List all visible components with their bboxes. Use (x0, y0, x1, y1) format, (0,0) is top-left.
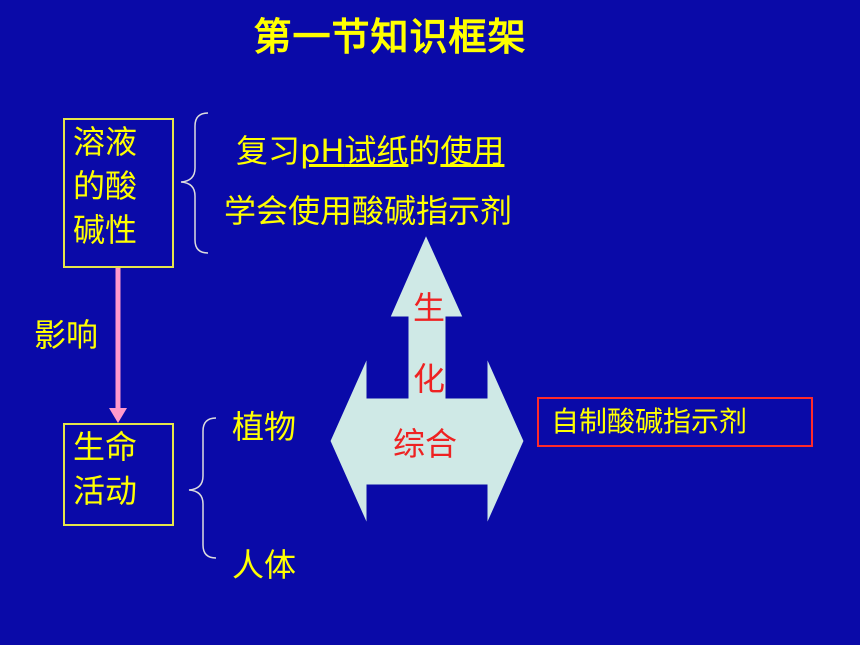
three-way-arrow (329, 233, 525, 525)
influence-arrow-head (109, 408, 127, 423)
plant-item: 植物 (232, 408, 297, 446)
life-activity-box: 生命 活动 (63, 423, 174, 526)
upper-brace (180, 112, 209, 254)
learn-indicator-item: 学会使用酸碱指示剂 (224, 192, 513, 230)
ph-text: pH (300, 132, 345, 170)
arrow-char-integrated: 综合 (393, 425, 458, 463)
acid-box-line: 溶液 (73, 123, 138, 161)
test-paper-text: 试纸 (344, 132, 409, 170)
arrow-char-bio: 生 (413, 289, 446, 327)
human-item: 人体 (232, 546, 297, 584)
usage-text: 使用 (440, 132, 505, 170)
acid-box-line: 碱性 (73, 211, 138, 249)
arrow-char-chem: 化 (413, 360, 446, 398)
review-text: 复习 (236, 132, 301, 170)
homemade-indicator-box: 自制酸碱指示剂 (537, 397, 813, 447)
page-title: 第一节知识框架 (253, 15, 527, 59)
influence-label: 影响 (34, 316, 99, 354)
of-text: 的 (408, 132, 441, 170)
acid-box-line: 的酸 (73, 167, 138, 205)
lower-brace (188, 417, 217, 559)
life-box-line: 活动 (73, 472, 138, 510)
life-box-line: 生命 (73, 428, 138, 466)
solution-acidity-box: 溶液 的酸 碱性 (63, 118, 174, 268)
review-ph-paper-item: 复习pH试纸的使用 (236, 126, 504, 172)
